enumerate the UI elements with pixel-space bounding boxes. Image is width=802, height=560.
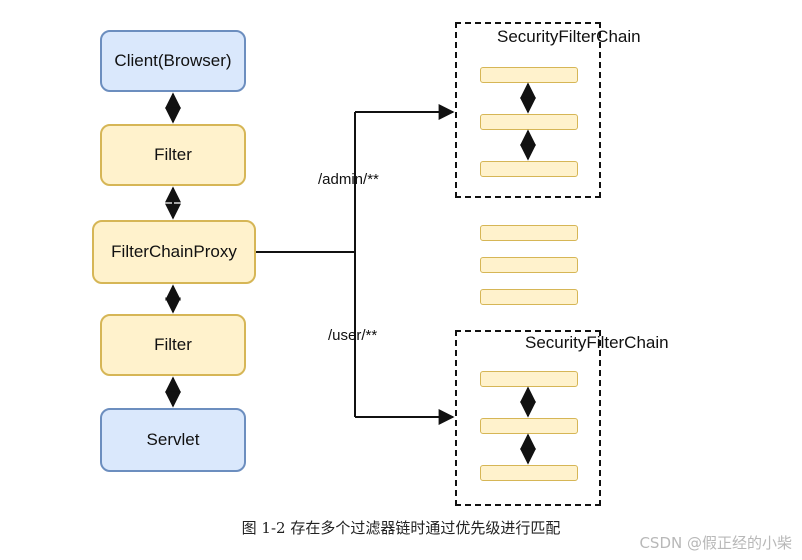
client-browser-label: Client(Browser) <box>114 51 232 70</box>
middle-filter-3 <box>480 289 578 305</box>
security-filter-chain-top <box>455 22 601 198</box>
client-browser-node: Client(Browser) <box>100 30 246 92</box>
middle-filter-1 <box>480 225 578 241</box>
security-filter-chain-top-title: SecurityFilterChain <box>497 27 641 46</box>
security-filter-chain-bottom-title: SecurityFilterChain <box>525 333 669 352</box>
chain-bottom-filter-3 <box>480 465 578 481</box>
filter-bottom-node: Filter <box>100 314 246 376</box>
filter-chain-proxy-node: FilterChainProxy <box>92 220 256 284</box>
middle-filter-2 <box>480 257 578 273</box>
servlet-node: Servlet <box>100 408 246 472</box>
filter-top-label: Filter <box>154 145 192 164</box>
servlet-label: Servlet <box>146 430 200 449</box>
chain-top-filter-3 <box>480 161 578 177</box>
route-admin-label: /admin/** <box>318 171 379 188</box>
security-filter-chain-bottom <box>455 330 601 506</box>
figure-caption: 图 1-2 存在多个过滤器链时通过优先级进行匹配 <box>241 519 561 537</box>
csdn-watermark: CSDN @假正经的小柴 <box>639 534 792 552</box>
filter-top-node: Filter <box>100 124 246 186</box>
route-user-label: /user/** <box>328 327 378 344</box>
filter-bottom-label: Filter <box>154 335 192 354</box>
filter-chain-proxy-label: FilterChainProxy <box>111 242 237 261</box>
